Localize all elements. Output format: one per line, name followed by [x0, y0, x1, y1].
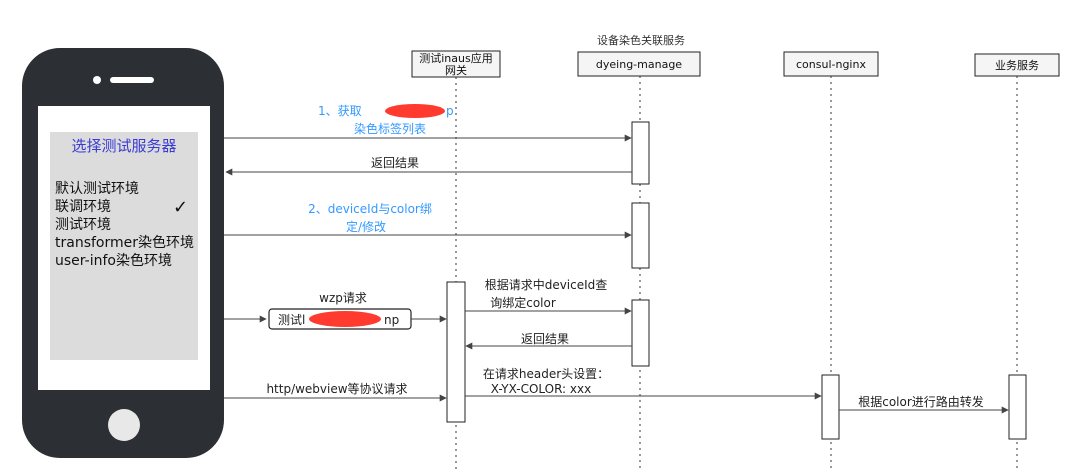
m3-label-line2: 定/修改 [346, 219, 386, 234]
server-option-transformer[interactable]: transformer染色环境 [55, 234, 194, 251]
message-get-color-tags: 1、获取 p 染色标签列表 [224, 104, 632, 142]
m6-label: 返回结果 [521, 332, 569, 346]
participant-consul: consul-nginx [783, 51, 879, 470]
dyeing-activation-1 [631, 121, 650, 185]
phone-camera [93, 76, 101, 84]
m5-label-line1: 根据请求中deviceId查 [485, 277, 608, 292]
m5-label-line2: 询绑定color [490, 295, 556, 310]
m7-label-line2: X-YX-COLOR: xxx [491, 382, 591, 396]
gateway-label-line2: 网关 [445, 63, 467, 77]
phone-speaker [110, 77, 154, 83]
redaction-mark [385, 104, 445, 118]
m1-label-line2: 染色标签列表 [354, 121, 426, 136]
gateway-box [411, 50, 501, 78]
message-bind-color: 2、deviceId与color绑 定/修改 [224, 202, 632, 239]
m4-label: wzp请求 [319, 291, 367, 305]
participant-gateway: 测试inaus应用 网关 [411, 50, 501, 470]
m1-label-suffix: p [446, 104, 454, 118]
server-select-panel [50, 132, 198, 360]
message-http-request: http/webview等协议请求 [224, 381, 447, 402]
participant-dyeing: 设备染色关联服务 dyeing-manage [577, 33, 701, 470]
message-query-color: 根据请求中deviceId查 询绑定color [465, 277, 632, 315]
message-return-result-1: 返回结果 [225, 156, 632, 176]
selected-check-icon: ✓ [173, 197, 188, 218]
m4-box-prefix: 测试l [278, 312, 305, 327]
m7-label-line1: 在请求header头设置： [483, 367, 609, 381]
message-return-result-2: 返回结果 [465, 332, 632, 350]
message-set-header: 在请求header头设置： X-YX-COLOR: xxx [465, 367, 822, 400]
dyeing-note: 设备染色关联服务 [597, 33, 685, 47]
dyeing-activation-3 [631, 299, 650, 367]
gateway-label-line1: 测试inaus应用 [419, 51, 492, 65]
dyeing-activation-2 [631, 202, 650, 269]
business-activation [1008, 374, 1027, 440]
server-select-title: 选择测试服务器 [71, 137, 176, 155]
server-option-joint[interactable]: 联调环境 [55, 199, 111, 215]
consul-label: consul-nginx [796, 58, 866, 71]
redaction-mark-2 [309, 311, 381, 327]
message-route-forward: 根据color进行路由转发 [839, 394, 1009, 414]
dyeing-box [577, 51, 701, 77]
m4-box-suffix: np [384, 313, 399, 327]
participant-business: 业务服务 [974, 53, 1060, 470]
gateway-activation [446, 281, 466, 423]
m9-label: 根据color进行路由转发 [858, 394, 984, 409]
m2-label: 返回结果 [371, 156, 419, 170]
phone-home-button[interactable] [108, 409, 140, 441]
m1-label-line1: 1、获取 [318, 104, 362, 118]
server-option-user-info[interactable]: user-info染色环境 [55, 252, 172, 269]
m3-label-line1: 2、deviceId与color绑 [308, 202, 432, 216]
message-wzp-request: wzp请求 测试l np [224, 291, 447, 330]
consul-box [783, 51, 879, 77]
phone: 选择测试服务器 默认测试环境 联调环境 ✓ 测试环境 transformer染色… [22, 48, 224, 458]
server-option-test[interactable]: 测试环境 [55, 217, 111, 233]
dyeing-label: dyeing-manage [596, 58, 682, 71]
server-option-default[interactable]: 默认测试环境 [55, 181, 139, 197]
business-label: 业务服务 [995, 59, 1039, 72]
consul-activation [821, 374, 840, 440]
m8-label: http/webview等协议请求 [266, 381, 407, 396]
